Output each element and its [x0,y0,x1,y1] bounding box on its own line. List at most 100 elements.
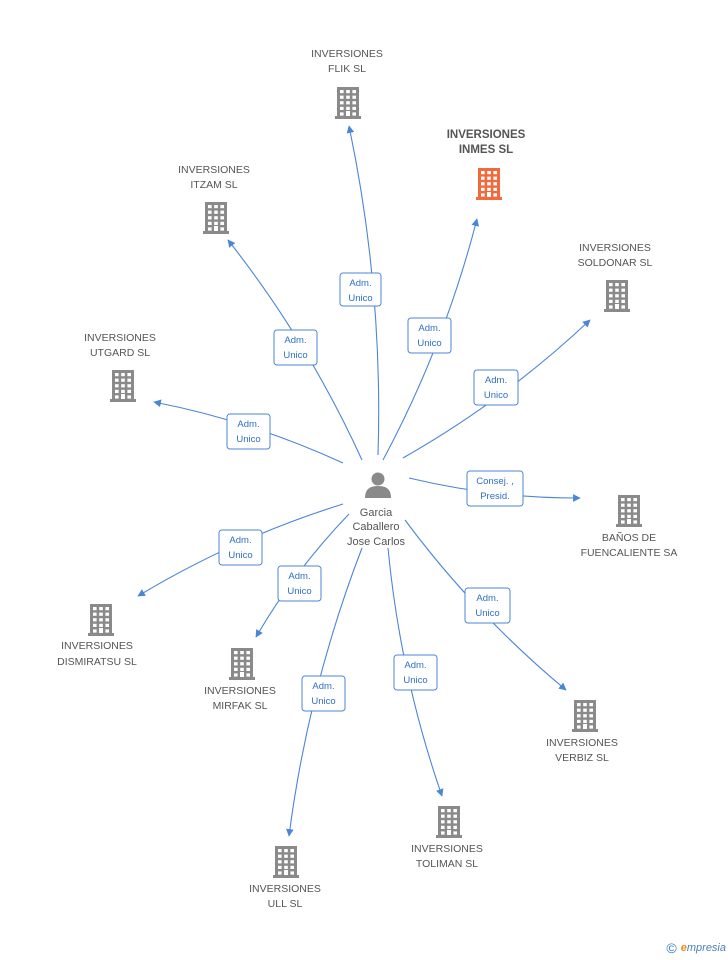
ull-building-window [278,849,282,853]
utgard-building-base [110,399,136,402]
toliman-building-window [447,825,451,829]
flik-building-window [346,101,350,105]
toliman-building-door [447,830,451,835]
person-icon-head [371,472,385,486]
mirfak-building-icon [229,648,255,680]
company-name-line-1: INVERSIONES [447,129,526,141]
person-name-line-1: Garcia [360,507,393,519]
soldonar-building-window [621,299,625,303]
role-label-dismiratsu[interactable]: Adm.Unico [218,529,263,566]
itzam-building-window [220,221,224,225]
banos-building-window [633,520,637,524]
itzam-building-window [220,205,224,209]
company-name-line-1: INVERSIONES [84,332,156,344]
mirfak-building-base [229,677,255,680]
toliman-building-base [436,835,462,838]
role-label-itzam[interactable]: Adm.Unico [273,329,318,366]
role-label-inmes[interactable]: Adm.Unico [407,317,452,354]
role-label-soldonar[interactable]: Adm.Unico [473,369,519,406]
person-name-line-3: Jose Carlos [347,536,406,548]
ull-building-icon [273,846,299,878]
banos-building-window [633,498,637,502]
soldonar-building-window [621,283,625,287]
person-node[interactable]: Garcia Caballero Jose Carlos [347,472,406,549]
role-label-verbiz[interactable]: Adm.Unico [464,587,511,624]
role-label-line-1: Adm. [312,681,334,692]
inmes-building-window [487,171,491,175]
dismiratsu-building-window [99,612,103,616]
company-name-line-2: FUENCALIENTE SA [581,547,678,559]
flik-building-window [340,112,344,116]
ull-building-window [278,854,282,858]
ull-building-window [278,860,282,864]
role-label-line-2: Presid. [480,491,510,502]
toliman-building-window [441,825,445,829]
utgard-building-window [115,373,119,377]
company-node-inmes[interactable]: INVERSIONES INMES SL [447,129,526,200]
company-name-line-1: INVERSIONES [546,737,618,749]
dismiratsu-building-window [93,607,97,611]
utgard-building-window [127,389,131,393]
soldonar-building-window [609,283,613,287]
role-label-line-1: Adm. [237,419,259,430]
dismiratsu-building-door [99,628,103,633]
role-label-line-2: Unico [283,350,307,361]
banos-building-door [627,519,631,524]
banos-building-window [633,509,637,513]
company-name-line-2: INMES SL [459,144,513,156]
role-label-box [393,654,438,691]
flik-building-window [346,106,350,110]
role-label-banos[interactable]: Consej. ,Presid. [466,470,524,507]
soldonar-building-window [621,305,625,309]
flik-building-window [352,101,356,105]
itzam-building-window [214,205,218,209]
role-label-utgard[interactable]: Adm.Unico [226,413,271,450]
toliman-building-window [441,820,445,824]
itzam-building-window [208,227,212,231]
banos-building-window [621,509,625,513]
flik-building-window [340,101,344,105]
inmes-building-window [487,187,491,191]
soldonar-building-window [609,288,613,292]
itzam-building-door [214,226,218,231]
ull-building-window [290,854,294,858]
role-label-ull[interactable]: Adm.Unico [301,675,346,712]
toliman-building-window [441,831,445,835]
ull-building-window [290,865,294,869]
banos-building-base [616,524,642,527]
person-name-line-2: Caballero [352,521,399,533]
banos-building-window [627,509,631,513]
dismiratsu-building-window [105,629,109,633]
utgard-building-window [121,378,125,382]
dismiratsu-building-window [93,612,97,616]
verbiz-building-window [577,708,581,712]
mirfak-building-window [246,662,250,666]
role-label-box [218,529,263,566]
inmes-building-window [487,176,491,180]
utgard-building-window [127,384,131,388]
soldonar-building-window [621,288,625,292]
inmes-building-base [476,197,502,200]
inmes-building-window [481,187,485,191]
role-label-mirfak[interactable]: Adm.Unico [277,565,322,602]
utgard-building-window [121,384,125,388]
utgard-building-window [127,378,131,382]
role-label-box [473,369,519,406]
company-name-line-1: INVERSIONES [61,640,133,652]
flik-building-window [352,95,356,99]
role-label-toliman[interactable]: Adm.Unico [393,654,438,691]
role-label-flik[interactable]: Adm.Unico [339,272,382,307]
verbiz-building-window [589,714,593,718]
copyright-symbol: © [666,940,677,956]
edges-layer: Adm.UnicoAdm.UnicoAdm.UnicoAdm.UnicoAdm.… [137,125,591,837]
